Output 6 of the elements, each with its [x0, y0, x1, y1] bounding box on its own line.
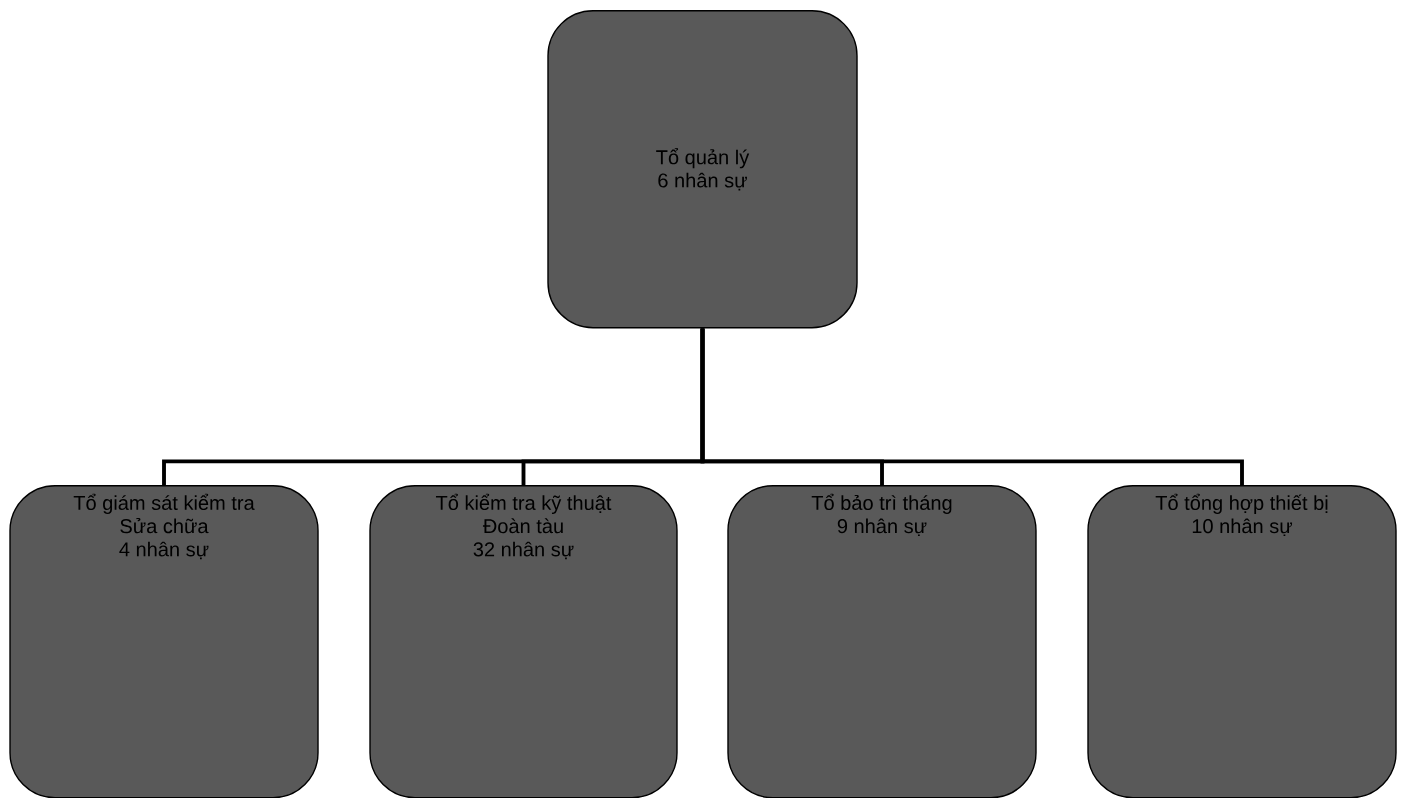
group-box: Tổ quản lý 6 nhân sự — [547, 10, 858, 329]
group-box: Tổ kiểm tra kỹ thuật Đoàn tàu 32 nhân sự — [369, 485, 678, 798]
connector-line — [700, 328, 1244, 485]
group-box: Tổ tổng hợp thiết bị 10 nhân sự — [1087, 485, 1397, 798]
group-box: Tổ giám sát kiểm tra Sửa chữa 4 nhân sự — [9, 485, 319, 798]
group-box: Tổ bảo trì tháng 9 nhân sự — [727, 485, 1037, 798]
